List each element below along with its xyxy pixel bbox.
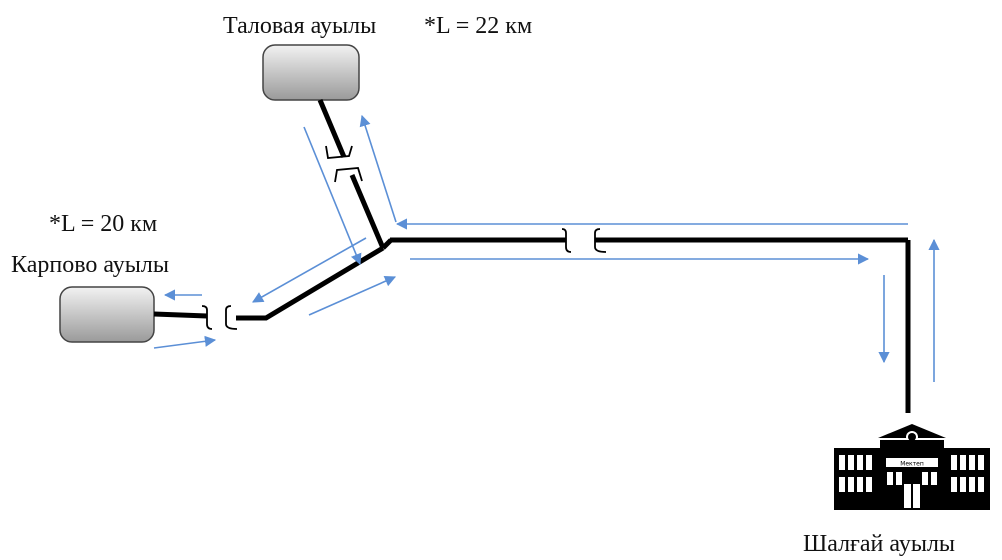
karpovo-length-label: *L = 20 км xyxy=(49,211,158,237)
flow-arrow-tank-right xyxy=(153,335,217,349)
flow-arrow-talovaya-down xyxy=(303,126,362,266)
shalgai-village-label: Шалғай ауылы xyxy=(803,531,956,557)
flow-arrow-talovaya-up xyxy=(359,114,397,223)
talovaya-village-label: Таловая ауылы xyxy=(223,13,377,39)
pipe-talovaya-branch xyxy=(317,99,386,249)
coupling-talovaya xyxy=(325,145,363,183)
school-building-icon: Мектеп xyxy=(834,424,990,510)
flow-arrow-karpovo-out xyxy=(308,275,397,316)
pipe-karpovo-branch xyxy=(153,245,385,321)
karpovo-tank xyxy=(59,286,155,343)
talovaya-length-label: *L = 22 км xyxy=(424,13,533,39)
coupling-karpovo xyxy=(201,305,238,330)
flow-arrow-karpovo-in xyxy=(252,237,367,303)
karpovo-village-label: Карпово ауылы xyxy=(11,252,170,278)
talovaya-tank xyxy=(262,44,360,101)
school-sign-text: Мектеп xyxy=(900,461,924,468)
pipe-junction xyxy=(381,238,393,250)
coupling-main-horizontal xyxy=(561,228,607,253)
